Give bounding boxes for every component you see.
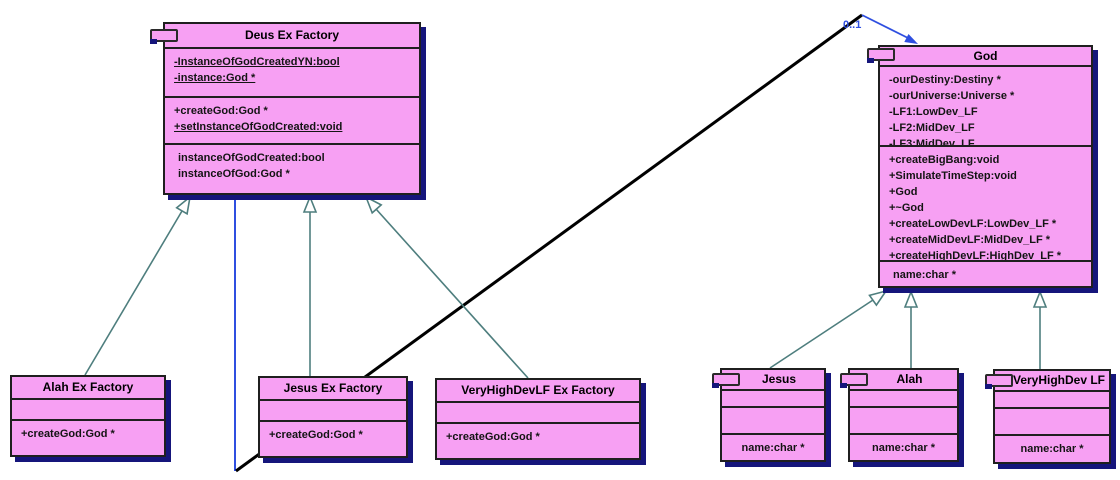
class-title: Alah Ex Factory xyxy=(42,380,134,394)
operations-compartment xyxy=(995,407,1109,434)
class-title: VeryHighDevLF Ex Factory xyxy=(461,383,615,397)
generalization-alah-ex-factory xyxy=(84,210,183,376)
operation-line: +~God xyxy=(889,202,924,214)
class-box-veryhighdev-lf[interactable]: VeryHighDev LF name:char * xyxy=(985,369,1111,464)
class-title: Jesus xyxy=(761,372,797,386)
properties-compartment: name:char * xyxy=(880,260,1091,286)
attribute-line: -LF3:MidDev_LF xyxy=(889,138,975,145)
class-box-alah[interactable]: Alah name:char * xyxy=(840,368,959,462)
class-box-veryhighdevlf-ex-factory[interactable]: VeryHighDevLF Ex Factory +createGod:God … xyxy=(435,378,641,460)
attribute-line: -InstanceOfGodCreatedYN:bool xyxy=(174,56,340,68)
attributes-compartment xyxy=(850,389,957,406)
class-box-deus-ex-factory[interactable]: Deus Ex Factory -InstanceOfGodCreatedYN:… xyxy=(150,22,421,195)
operation-line: +createHighDevLF:HighDev_LF * xyxy=(889,250,1062,260)
class-icon xyxy=(985,374,1013,389)
property-line: instanceOfGod:God * xyxy=(178,168,290,180)
attribute-line: -instance:God * xyxy=(174,72,256,84)
operation-line: +createMidDevLF:MidDev_LF * xyxy=(889,234,1051,246)
attribute-line: -LF2:MidDev_LF xyxy=(889,122,975,134)
attributes-compartment xyxy=(995,390,1109,407)
attributes-compartment: -InstanceOfGodCreatedYN:bool -instance:G… xyxy=(165,47,419,96)
generalization-arrowhead xyxy=(175,195,192,216)
attributes-compartment xyxy=(260,399,406,420)
operations-compartment: +createGod:God * +setInstanceOfGodCreate… xyxy=(165,96,419,143)
operations-compartment: +createGod:God * xyxy=(260,420,406,456)
attribute-line: -ourUniverse:Universe * xyxy=(889,90,1015,102)
generalization-arrowhead xyxy=(868,289,888,307)
properties-compartment: instanceOfGodCreated:bool instanceOfGod:… xyxy=(165,143,419,193)
class-title: VeryHighDev LF xyxy=(1012,373,1106,387)
attribute-line: -ourDestiny:Destiny * xyxy=(889,74,1001,86)
class-box-jesus-ex-factory[interactable]: Jesus Ex Factory +createGod:God * xyxy=(258,376,408,458)
attributes-compartment: -ourDestiny:Destiny * -ourUniverse:Unive… xyxy=(880,65,1091,145)
operations-compartment xyxy=(850,406,957,433)
class-title: Alah xyxy=(896,372,923,386)
class-icon xyxy=(840,373,868,388)
class-icon xyxy=(150,29,178,44)
operations-compartment: +createGod:God * xyxy=(12,419,164,455)
class-icon xyxy=(867,48,895,63)
generalization-veryhighdevlf-ex-factory xyxy=(375,208,529,379)
operations-compartment: +createBigBang:void +SimulateTimeStep:vo… xyxy=(880,145,1091,260)
class-box-god[interactable]: God -ourDestiny:Destiny * -ourUniverse:U… xyxy=(867,45,1093,288)
operations-compartment: +createGod:God * xyxy=(437,422,639,458)
property-line: name:char * xyxy=(893,269,956,281)
operation-line: +createGod:God * xyxy=(174,105,268,117)
generalization-arrowhead xyxy=(302,194,318,213)
operations-compartment xyxy=(722,406,824,433)
properties-compartment: name:char * xyxy=(850,433,957,460)
attributes-compartment xyxy=(12,398,164,419)
class-box-jesus[interactable]: Jesus name:char * xyxy=(712,368,826,462)
property-line: name:char * xyxy=(1020,443,1084,455)
operation-line: +God xyxy=(889,186,918,198)
operation-line: +createGod:God * xyxy=(446,431,540,443)
operation-line: +SimulateTimeStep:void xyxy=(889,170,1017,182)
properties-compartment: name:char * xyxy=(722,433,824,460)
property-line: name:char * xyxy=(741,442,805,454)
operation-line: +createGod:God * xyxy=(21,428,115,440)
property-line: instanceOfGodCreated:bool xyxy=(178,152,325,164)
class-title: Deus Ex Factory xyxy=(244,28,340,42)
association-segment-to-god xyxy=(861,14,915,42)
class-title: Jesus Ex Factory xyxy=(283,381,383,395)
multiplicity-label: 0..1 xyxy=(843,19,862,31)
generalization-arrowhead xyxy=(1032,289,1048,308)
operation-line: +setInstanceOfGodCreated:void xyxy=(174,121,343,133)
attribute-line: -LF1:LowDev_LF xyxy=(889,106,978,118)
generalization-arrowhead xyxy=(903,289,919,308)
property-line: name:char * xyxy=(872,442,935,454)
generalization-arrowhead xyxy=(364,195,383,215)
association-arrowhead xyxy=(904,34,918,44)
properties-compartment: name:char * xyxy=(995,434,1109,462)
class-icon xyxy=(712,373,740,388)
operation-line: +createBigBang:void xyxy=(889,154,1000,166)
operation-line: +createLowDevLF:LowDev_LF * xyxy=(889,218,1057,230)
operation-line: +createGod:God * xyxy=(269,429,363,441)
attributes-compartment xyxy=(722,389,824,406)
class-title: God xyxy=(973,49,998,63)
generalization-jesus xyxy=(769,299,874,369)
class-box-alah-ex-factory[interactable]: Alah Ex Factory +createGod:God * xyxy=(10,375,166,457)
attributes-compartment xyxy=(437,401,639,422)
